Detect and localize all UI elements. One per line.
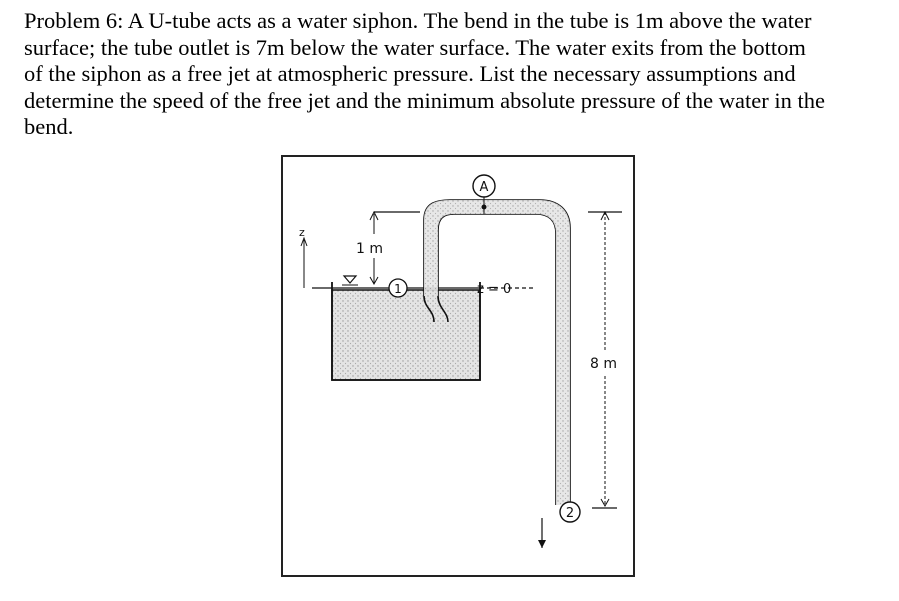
siphon-diagram: A 1 z = 0 1 m z 8 m 2 [281,155,635,577]
problem-line-3: of the siphon as a free jet at atmospher… [24,61,796,86]
point-1-label: 1 [394,282,402,296]
height-1m-label: 1 m [356,241,383,257]
tube-inner-wall [437,213,557,505]
tank-water [331,289,481,381]
point-2-label: 2 [566,506,574,521]
point-1-marker [388,278,408,298]
problem-statement: Problem 6: A U-tube acts as a water siph… [24,8,890,141]
problem-line-1: Problem 6: A U-tube acts as a water siph… [24,8,812,33]
figure-frame [281,155,635,577]
z-axis-label: z [299,226,305,239]
point-2-marker [559,501,581,523]
problem-line-2: surface; the tube outlet is 7m below the… [24,34,806,60]
siphon-figure: A 1 z = 0 1 m z 8 m 2 [272,150,642,590]
height-8m-label: 8 m [590,356,617,372]
problem-line-5: bend. [24,114,74,139]
problem-line-4: determine the speed of the free jet and … [24,87,825,113]
tank-walls [331,282,481,381]
free-surface-symbol [342,275,358,284]
point-a-dot [481,204,487,210]
point-a-label: A [480,180,489,195]
datum-label: z = 0 [477,282,511,297]
